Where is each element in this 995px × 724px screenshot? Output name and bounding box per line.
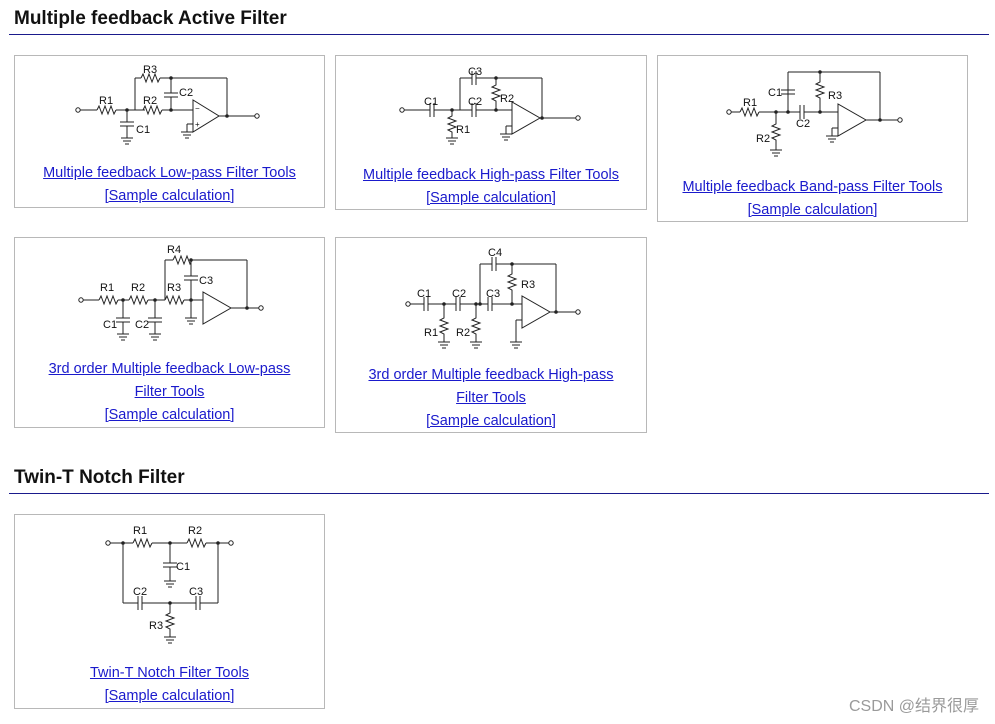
- label-r1: R1: [100, 282, 114, 294]
- label-r3: R3: [167, 282, 181, 294]
- label-c2: C2: [133, 586, 147, 598]
- label-r1: R1: [99, 95, 113, 107]
- card-3rd-lowpass: R1 R2 R3 R4 C1 C2 C3 3rd order Multiple …: [14, 237, 325, 428]
- hp3-schematic: C1 C2 C3 C4 R1 R2 R3: [405, 247, 581, 349]
- lp3-sample-link[interactable]: [Sample calculation]: [104, 407, 235, 423]
- label-r2: R2: [756, 133, 770, 145]
- lowpass-tools-link[interactable]: Multiple feedback Low-pass Filter Tools: [43, 165, 296, 181]
- bandpass-sample-link[interactable]: [Sample calculation]: [747, 202, 878, 218]
- label-c2: C2: [796, 118, 810, 130]
- label-c3: C3: [199, 275, 213, 287]
- card-twin-t: R1 R2 C1 C2 C3 R3 Twin-T Notch Filter To…: [14, 514, 325, 709]
- hp3-tools-link-line2[interactable]: Filter Tools: [456, 390, 526, 406]
- svg-text:+: +: [195, 120, 200, 129]
- label-r3: R3: [521, 279, 535, 291]
- lowpass-schematic: R1 R3 R2 C2 C1 − +: [75, 64, 260, 145]
- label-c3: C3: [189, 586, 203, 598]
- label-r3: R3: [149, 620, 163, 632]
- bandpass-schematic: R1 R2 C1 C2 R3: [726, 70, 903, 157]
- highpass-schematic: C1 R1 C3 C2 R2: [399, 66, 581, 145]
- highpass-sample-link[interactable]: [Sample calculation]: [426, 190, 556, 206]
- twint-sample-link[interactable]: [Sample calculation]: [104, 688, 235, 704]
- label-r3: R3: [143, 64, 157, 76]
- label-c2: C2: [135, 319, 149, 331]
- label-r4: R4: [167, 244, 181, 256]
- label-c2: C2: [452, 288, 466, 300]
- section-divider: [9, 493, 989, 494]
- twint-schematic: R1 R2 C1 C2 C3 R3: [105, 525, 234, 644]
- label-r1: R1: [743, 97, 757, 109]
- label-r2: R2: [188, 525, 202, 537]
- lp3-tools-link-line2[interactable]: Filter Tools: [134, 384, 205, 400]
- card-mfb-highpass: C1 R1 C3 C2 R2 Multiple feedback High-pa…: [335, 55, 647, 210]
- label-r3: R3: [828, 90, 842, 102]
- label-r2: R2: [456, 327, 470, 339]
- lowpass-sample-link[interactable]: [Sample calculation]: [104, 188, 235, 204]
- label-c3: C3: [468, 66, 482, 78]
- card-mfb-bandpass: R1 R2 C1 C2 R3 Multiple feedback Band-pa…: [657, 55, 968, 222]
- label-r2: R2: [131, 282, 145, 294]
- label-c3: C3: [486, 288, 500, 300]
- lp3-tools-link-line1[interactable]: 3rd order Multiple feedback Low-pass: [48, 361, 291, 377]
- svg-text:−: −: [195, 104, 200, 113]
- highpass-tools-link[interactable]: Multiple feedback High-pass Filter Tools: [362, 167, 619, 183]
- watermark: CSDN @结界很厚: [848, 698, 979, 715]
- label-c1: C1: [417, 288, 431, 300]
- label-r1: R1: [424, 327, 438, 339]
- label-c1: C1: [103, 319, 117, 331]
- label-c2: C2: [179, 87, 193, 99]
- section-title-mfb: Multiple feedback Active Filter: [14, 8, 287, 29]
- label-r2: R2: [500, 93, 514, 105]
- label-r1: R1: [133, 525, 147, 537]
- lp3-schematic: R1 R2 R3 R4 C1 C2 C3: [78, 244, 264, 341]
- label-r1: R1: [456, 124, 470, 136]
- label-c1: C1: [176, 561, 190, 573]
- section-divider: [9, 34, 989, 35]
- section-title-twint: Twin-T Notch Filter: [14, 467, 185, 488]
- label-r2: R2: [143, 95, 157, 107]
- label-c1: C1: [424, 96, 438, 108]
- label-c4: C4: [488, 247, 502, 259]
- label-c2: C2: [468, 96, 482, 108]
- hp3-tools-link-line1[interactable]: 3rd order Multiple feedback High-pass: [368, 367, 614, 383]
- label-c1: C1: [768, 87, 782, 99]
- twint-tools-link[interactable]: Twin-T Notch Filter Tools: [89, 665, 249, 681]
- card-3rd-highpass: C1 C2 C3 C4 R1 R2 R3 3rd order Multiple …: [335, 237, 647, 433]
- hp3-sample-link[interactable]: [Sample calculation]: [426, 413, 556, 429]
- bandpass-tools-link[interactable]: Multiple feedback Band-pass Filter Tools: [682, 179, 943, 195]
- label-c1: C1: [136, 124, 150, 136]
- card-mfb-lowpass: R1 R3 R2 C2 C1 − + Multiple feedback Low…: [14, 55, 325, 208]
